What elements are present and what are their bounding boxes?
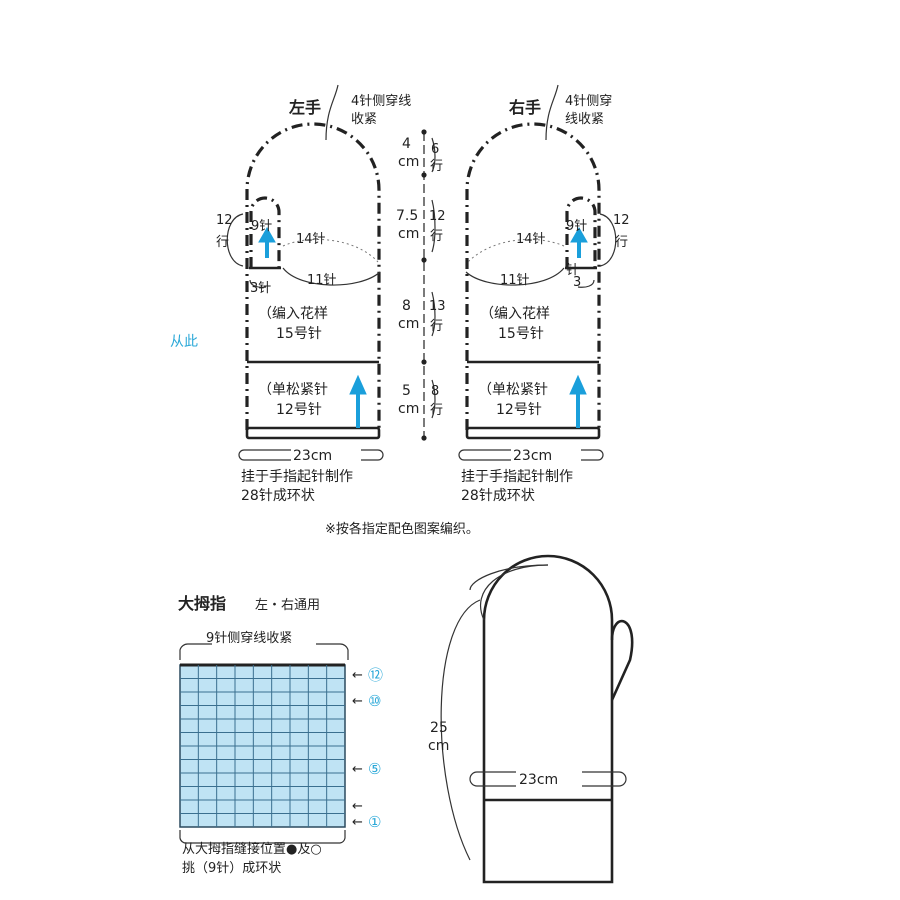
right-rib-2: 12号针	[496, 402, 542, 418]
thumb-chart-subtitle: 左・右通用	[255, 598, 320, 613]
right-thumb-rows-1: 12	[613, 213, 630, 228]
thumb-chart: 大拇指 左・右通用 9针侧穿线收紧 ← ⑫ ← ⑩ ← ⑤ ← ← ① 从大拇指…	[178, 594, 383, 876]
thumb-chart-bottom-1: 从大拇指缝接位置●及○	[182, 841, 322, 857]
measure-1-rows: 6	[431, 142, 439, 157]
right-top-note-2: 线收紧	[565, 112, 604, 127]
finished-mitten: 25 cm 23cm	[428, 554, 634, 884]
left-mitten-title: 左手	[288, 98, 321, 117]
left-rib-2: 12号针	[276, 402, 322, 418]
row-marker-5: ⑤	[368, 760, 381, 778]
right-thumb-rows-2: 行	[615, 235, 628, 250]
right-mitten-title: 右手	[509, 98, 541, 117]
measure-4-rows-unit: 行	[430, 403, 443, 418]
right-caption-1: 挂于手指起针制作	[461, 469, 573, 485]
left-thumb-span: 14针	[296, 232, 326, 247]
thumb-chart-title: 大拇指	[178, 594, 226, 613]
row-marker-1: ①	[368, 813, 381, 831]
left-caption-1: 挂于手指起针制作	[241, 469, 353, 485]
left-thumb-rows-2: 行	[216, 235, 229, 250]
right-pattern-1: （编入花样	[480, 306, 550, 322]
svg-text:←: ←	[352, 694, 363, 709]
svg-text:←: ←	[352, 668, 363, 683]
svg-text:←: ←	[352, 799, 363, 814]
finished-width: 23cm	[519, 772, 558, 788]
left-mitten: 左手 4针侧穿线 收紧 9针 12 行 14针 11针 3针 （编入花样 15号…	[216, 84, 411, 504]
measure-1-rows-unit: 行	[430, 159, 443, 174]
right-top-note-1: 4针侧穿	[565, 93, 612, 109]
measure-1-cm: 4	[402, 136, 411, 152]
right-thumb-top: 9针	[566, 219, 587, 234]
measure-2-rows: 12	[429, 209, 446, 224]
row-markers: ← ⑫ ← ⑩ ← ⑤ ← ← ①	[352, 666, 383, 831]
left-thumb-rows-1: 12	[216, 213, 233, 228]
svg-text:←: ←	[352, 762, 363, 777]
finished-height-unit: cm	[428, 738, 449, 754]
measure-2-rows-unit: 行	[430, 229, 443, 244]
measure-3-cm: 8	[402, 298, 411, 314]
measures-column: 4 cm 6 行 7.5 cm 12 行 8 cm 13 行 5 cm 8 行	[396, 129, 446, 441]
right-rib-1: （单松紧针	[478, 382, 548, 398]
measure-3-rows: 13	[429, 299, 446, 314]
thumb-chart-top-label: 9针侧穿线收紧	[206, 630, 292, 646]
thumb-chart-bottom-2: 挑（9针）成环状	[182, 861, 281, 876]
measure-4-rows: 8	[431, 384, 439, 399]
right-width: 23cm	[513, 448, 552, 464]
measure-4-unit: cm	[398, 401, 419, 417]
measure-3-rows-unit: 行	[430, 319, 443, 334]
row-marker-12: ⑫	[368, 666, 383, 684]
right-pattern-2: 15号针	[498, 326, 544, 342]
right-thumb-bottom: 11针	[500, 273, 530, 288]
measure-1-unit: cm	[398, 154, 419, 170]
finished-height: 25	[430, 720, 448, 736]
side-label: 从此	[170, 334, 198, 350]
right-mitten: 右手 4针侧穿 线收紧 9针 12 行 14针 11针 3 针 （编入花样 15…	[458, 84, 630, 504]
left-width: 23cm	[293, 448, 332, 464]
row-marker-10: ⑩	[368, 692, 381, 710]
left-top-note-1: 4针侧穿线	[351, 93, 411, 109]
left-pattern-1: （编入花样	[258, 306, 328, 322]
left-rib-1: （单松紧针	[258, 382, 328, 398]
measure-4-cm: 5	[402, 383, 411, 399]
note: ※按各指定配色图案编织。	[325, 521, 479, 537]
right-thumb-span: 14针	[516, 232, 546, 247]
right-caption-2: 28针成环状	[461, 488, 535, 504]
measure-2-unit: cm	[398, 226, 419, 242]
left-pattern-2: 15号针	[276, 326, 322, 342]
left-caption-2: 28针成环状	[241, 488, 315, 504]
left-thumb-bottom: 11针	[307, 273, 337, 288]
right-thumb-base-1: 3	[573, 275, 581, 290]
left-thumb-top: 9针	[251, 219, 272, 234]
svg-text:←: ←	[352, 815, 363, 830]
measure-2-cm: 7.5	[396, 208, 418, 224]
left-thumb-base: 3针	[250, 281, 271, 296]
left-top-note-2: 收紧	[351, 112, 377, 127]
measure-3-unit: cm	[398, 316, 419, 332]
right-thumb-base-2: 针	[566, 263, 579, 278]
thumb-grid-lines	[180, 665, 345, 827]
